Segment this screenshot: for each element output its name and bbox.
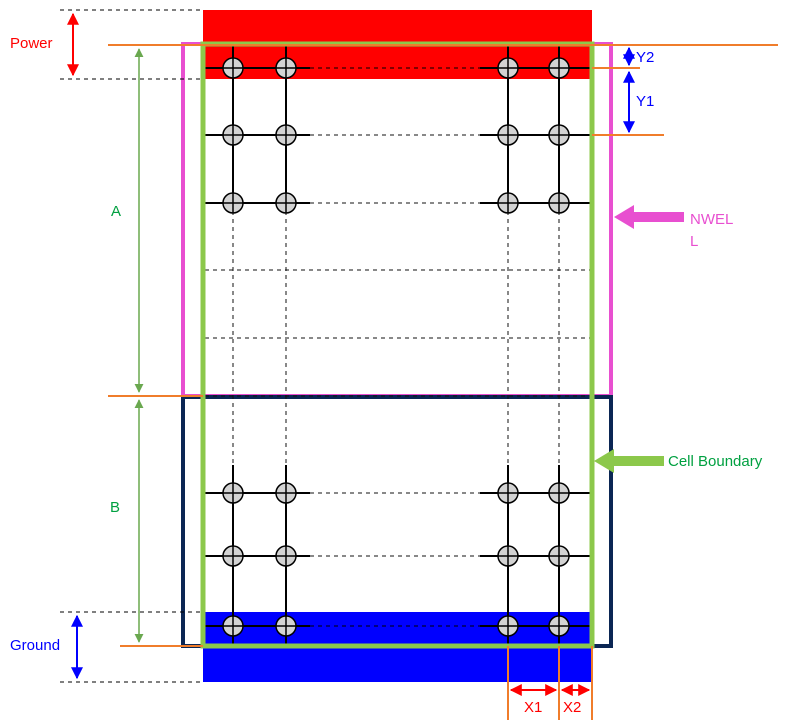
via-icon [222, 192, 244, 214]
via-icon [548, 192, 570, 214]
via-icon [275, 615, 297, 637]
nwell-label-line1: NWEL [690, 211, 733, 228]
nwell-region [181, 42, 613, 398]
via-icon [548, 124, 570, 146]
cell-boundary-label: Cell Boundary [668, 453, 763, 470]
guide-lines [108, 44, 778, 720]
via-icon [497, 482, 519, 504]
via-icon [497, 57, 519, 79]
via-icon [222, 57, 244, 79]
x2-label: X2 [563, 699, 581, 716]
power-label: Power [10, 35, 53, 52]
via-icon [222, 545, 244, 567]
via-icon [548, 482, 570, 504]
cell-boundary-pointer-icon [594, 449, 664, 473]
via-icon [275, 124, 297, 146]
via-icon [275, 482, 297, 504]
via-icon [548, 57, 570, 79]
x1-label: X1 [524, 699, 542, 716]
via-icon [548, 615, 570, 637]
via-icon [275, 545, 297, 567]
y1-label: Y1 [636, 93, 654, 110]
row-solid-lines [205, 67, 590, 627]
via-icon [497, 615, 519, 637]
track-lines [205, 134, 590, 557]
via-icon [222, 615, 244, 637]
via-icon [548, 545, 570, 567]
ground-label: Ground [10, 637, 60, 654]
b-label: B [110, 499, 120, 516]
via-icon [222, 482, 244, 504]
nwell-pointer-icon [614, 205, 684, 229]
p-region [181, 395, 613, 648]
column-dashed-lines [232, 203, 560, 470]
via-icon [275, 57, 297, 79]
via-icon [497, 545, 519, 567]
nwell-label-line2: L [690, 233, 698, 250]
via-grid [222, 57, 570, 637]
via-icon [275, 192, 297, 214]
y2-label: Y2 [636, 49, 654, 66]
via-icon [497, 124, 519, 146]
a-label: A [111, 203, 121, 220]
via-icon [497, 192, 519, 214]
via-icon [222, 124, 244, 146]
